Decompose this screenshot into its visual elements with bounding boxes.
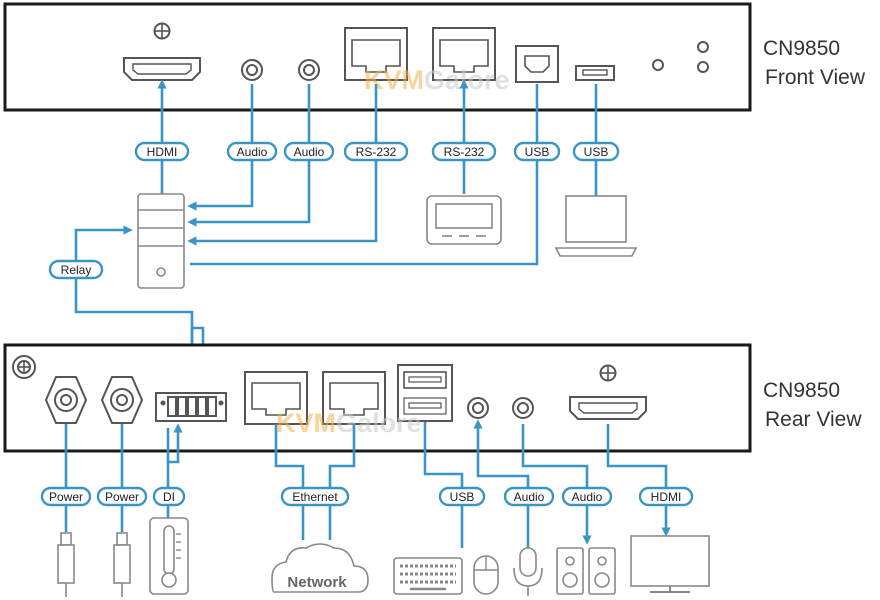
front-led-3-icon: [697, 61, 709, 73]
svg-text:USB: USB: [584, 145, 609, 159]
front-audio-line: [187, 84, 254, 211]
rear-hdmi-pill: HDMI: [638, 486, 694, 507]
rear-usb-pill: USB: [438, 486, 486, 507]
front-hdmi-port-icon: [123, 22, 201, 81]
svg-text:Power: Power: [49, 490, 83, 504]
power-jack-2-icon: [100, 376, 144, 424]
keyboard-icon: [393, 557, 463, 595]
computer-tower-icon: [137, 193, 185, 289]
rear-model-label: CN9850: [763, 379, 840, 402]
rear-audio-line: [473, 419, 530, 552]
front-usb-b-port-icon: [515, 45, 559, 83]
svg-text:USB: USB: [450, 490, 475, 504]
svg-text:KVMGalore: KVMGalore: [276, 408, 422, 438]
rear-view-label: Rear View: [765, 408, 862, 431]
svg-text:Audio: Audio: [237, 145, 268, 159]
monitor-icon: [630, 535, 710, 593]
front-rs232-port-icon: [344, 27, 408, 81]
svg-text:Audio: Audio: [294, 145, 325, 159]
rear-lan-port-icon: [244, 371, 308, 425]
svg-text:Ethernet: Ethernet: [292, 490, 338, 504]
power-jack-icon: [44, 376, 88, 424]
front-led-icon: [652, 59, 664, 71]
speakers-icon: [556, 547, 616, 595]
rear-lan-port-2-icon: [322, 371, 386, 425]
thermometer-sensor-icon: [149, 517, 189, 595]
front-model-label: CN9850: [763, 37, 840, 60]
rear-hdmi-port-icon: [569, 364, 647, 420]
rear-power-2-pill: Power: [96, 486, 148, 507]
terminal-block-icon: [155, 392, 227, 422]
microphone-icon: [513, 547, 543, 596]
svg-text:Network: Network: [287, 574, 347, 591]
front-usb-pill: USB: [513, 141, 561, 162]
svg-text:RS-232: RS-232: [356, 145, 397, 159]
mouse-icon: [473, 555, 499, 595]
svg-text:Audio: Audio: [514, 490, 545, 504]
front-audio-2-line: [187, 84, 311, 227]
rear-ethernet-pill: Ethernet: [280, 486, 350, 507]
front-usb-2-pill: USB: [572, 141, 620, 162]
rear-usb-a-ports-icon: [397, 364, 453, 422]
front-micro-usb-port-icon: [575, 65, 615, 81]
rear-audio-jack-2-icon: [512, 397, 534, 419]
power-plug-icon: [57, 532, 75, 597]
relay-pill: Relay: [48, 259, 104, 280]
front-audio-pill: Audio: [226, 141, 278, 162]
rear-usb-line: [423, 422, 464, 548]
rear-audio-pill: Audio: [503, 486, 555, 507]
svg-text:HDMI: HDMI: [147, 145, 178, 159]
rear-audio-2-pill: Audio: [561, 486, 613, 507]
front-rs232-port-2-icon: [432, 27, 496, 81]
front-rs232-2-pill: RS-232: [431, 141, 497, 162]
front-hdmi-pill: HDMI: [134, 141, 190, 162]
rear-audio-jack-icon: [467, 397, 489, 419]
watermark-front: KVMGalore: [364, 65, 510, 95]
rear-power-pill: Power: [40, 486, 92, 507]
network-cloud-icon: Network: [271, 543, 369, 593]
front-audio-2-pill: Audio: [283, 141, 335, 162]
svg-text:USB: USB: [525, 145, 550, 159]
svg-text:Audio: Audio: [572, 490, 603, 504]
svg-text:Relay: Relay: [61, 263, 92, 277]
front-rs232-pill: RS-232: [343, 141, 409, 162]
front-led-2-icon: [697, 41, 709, 53]
svg-text:DI: DI: [163, 490, 175, 504]
ground-screw-icon: [12, 355, 36, 379]
rear-di-pill: DI: [152, 486, 186, 507]
laptop-icon: [554, 195, 638, 257]
watermark-rear: KVMGalore: [276, 408, 422, 438]
front-rs232-line: [187, 84, 378, 246]
serial-display-device-icon: [426, 195, 502, 245]
svg-text:KVMGalore: KVMGalore: [364, 65, 510, 95]
relay-line: [74, 225, 194, 342]
front-audio-jack-icon: [241, 59, 263, 81]
svg-text:HDMI: HDMI: [651, 490, 682, 504]
front-view-label: Front View: [765, 66, 866, 89]
power-plug-2-icon: [113, 532, 131, 597]
svg-text:RS-232: RS-232: [444, 145, 485, 159]
svg-text:Power: Power: [105, 490, 139, 504]
front-audio-jack-2-icon: [298, 59, 320, 81]
